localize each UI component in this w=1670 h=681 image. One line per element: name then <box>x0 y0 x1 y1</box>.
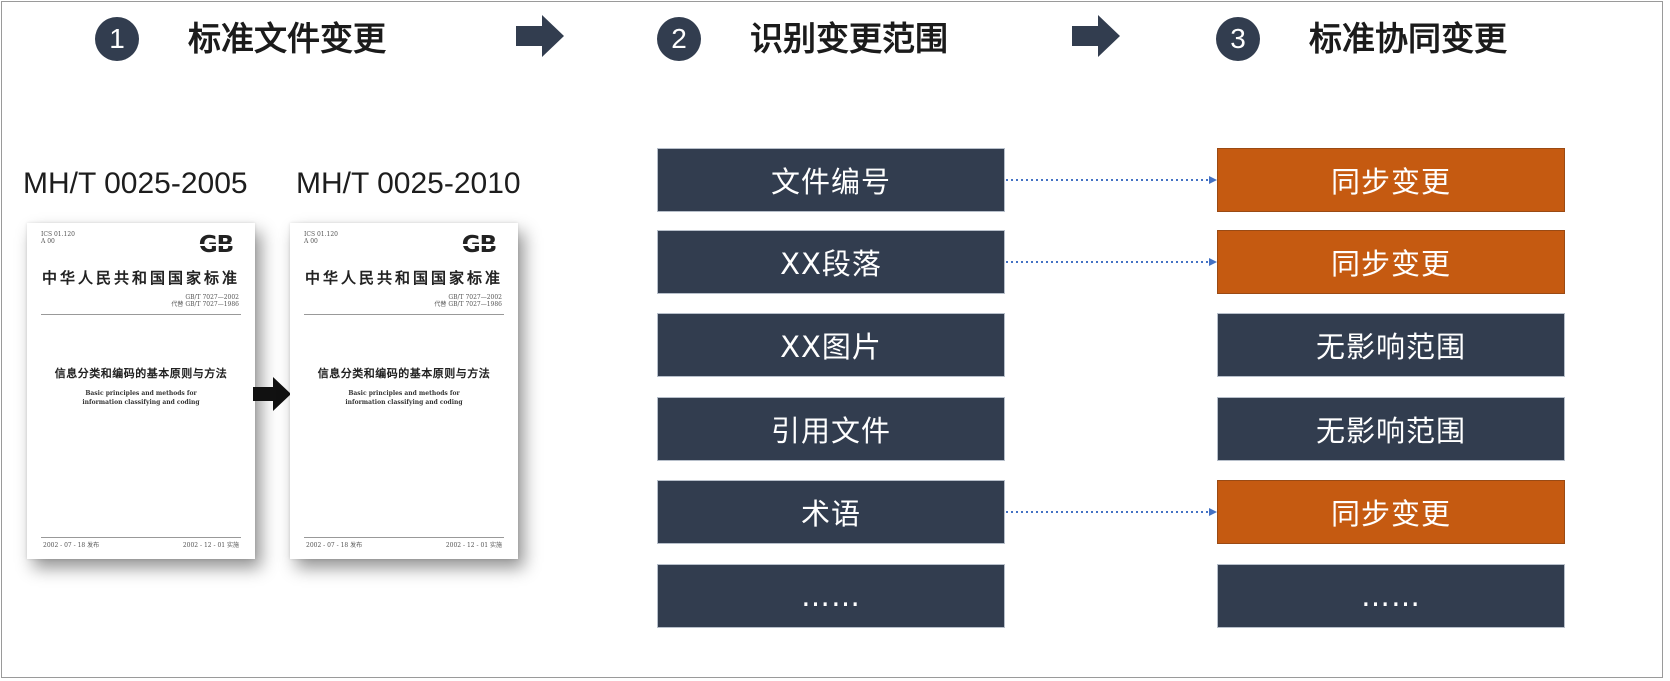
doc-standard-code: GB/T 7027—2002 代替 GB/T 7027—1986 <box>171 294 239 308</box>
scope-item: XX段落 <box>657 230 1005 294</box>
doc-title-en: Basic principles and methods for informa… <box>82 390 200 406</box>
result-item-sync: 同步变更 <box>1217 148 1565 212</box>
result-item-sync: 同步变更 <box>1217 230 1565 294</box>
scope-item: 术语 <box>657 480 1005 544</box>
scope-item: 文件编号 <box>657 148 1005 212</box>
connector-arrow <box>1006 508 1217 516</box>
new-document-label: MH/T 0025-2010 <box>296 167 521 200</box>
right-arrow-icon <box>253 377 291 411</box>
step-2-title: 识别变更范围 <box>750 19 948 58</box>
doc-footer-rule <box>41 537 241 538</box>
doc-organization: 中华人民共和国国家标准 <box>41 269 240 287</box>
doc-divider <box>41 314 241 315</box>
connector-arrow <box>1006 176 1217 184</box>
doc-footer-rule <box>304 537 504 538</box>
step-2-number: 2 <box>657 17 701 61</box>
connector-arrow <box>1006 258 1217 266</box>
doc-issue-date: 2002 - 07 - 18 发布 <box>306 542 363 549</box>
gb-logo: GB <box>456 231 502 259</box>
doc-title-en: Basic principles and methods for informa… <box>345 390 463 406</box>
doc-standard-code: GB/T 7027—2002 代替 GB/T 7027—1986 <box>434 294 502 308</box>
old-document-label: MH/T 0025-2005 <box>23 167 248 200</box>
right-arrow-icon <box>1072 15 1120 57</box>
doc-header-code: ICS 01.120 A 00 <box>41 231 75 245</box>
doc-divider <box>304 314 504 315</box>
doc-effective-date: 2002 - 12 - 01 实施 <box>182 542 239 549</box>
new-standard-document: ICS 01.120 A 00 GB 中华人民共和国国家标准 GB/T 7027… <box>290 223 518 559</box>
right-arrow-icon <box>516 15 564 57</box>
step-3-number: 3 <box>1216 17 1260 61</box>
doc-organization: 中华人民共和国国家标准 <box>304 269 503 287</box>
doc-effective-date: 2002 - 12 - 01 实施 <box>445 542 502 549</box>
scope-item: 引用文件 <box>657 397 1005 461</box>
doc-title-cn: 信息分类和编码的基本原则与方法 <box>54 367 228 380</box>
result-item-no-impact: 无影响范围 <box>1217 313 1565 377</box>
scope-item: …… <box>657 564 1005 628</box>
doc-title-cn: 信息分类和编码的基本原则与方法 <box>317 367 491 380</box>
gb-logo: GB <box>193 231 239 259</box>
result-item-no-impact: 无影响范围 <box>1217 397 1565 461</box>
result-item-more: …… <box>1217 564 1565 628</box>
step-3-title: 标准协同变更 <box>1309 19 1507 58</box>
scope-item: XX图片 <box>657 313 1005 377</box>
old-standard-document: ICS 01.120 A 00 GB 中华人民共和国国家标准 GB/T 7027… <box>27 223 255 559</box>
step-1-title: 标准文件变更 <box>188 19 386 58</box>
result-item-sync: 同步变更 <box>1217 480 1565 544</box>
doc-issue-date: 2002 - 07 - 18 发布 <box>43 542 100 549</box>
doc-header-code: ICS 01.120 A 00 <box>304 231 338 245</box>
step-1-number: 1 <box>95 17 139 61</box>
